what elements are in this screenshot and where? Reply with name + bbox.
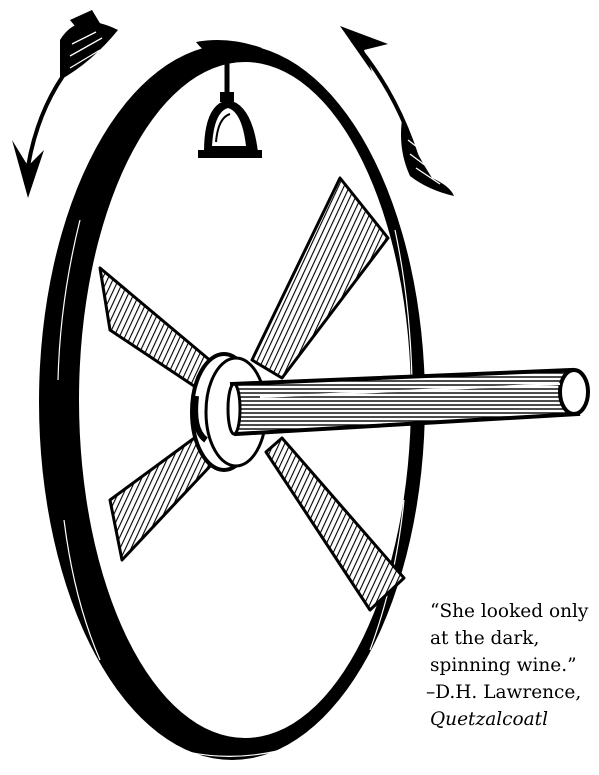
quote-source-title: Quetzalcoatl [430,709,549,730]
wheel-axle [226,367,590,437]
rotation-arrow-left-icon [12,10,118,198]
rotation-arrow-right-icon [340,26,454,196]
bell-icon [196,40,262,158]
quote-attribution: –D.H. Lawrence, [426,682,582,703]
quote-line-2: at the dark, [430,628,540,649]
quote-block: “She looked only at the dark, spinning w… [426,598,596,733]
quote-line-3: spinning wine.” [430,655,577,676]
quote-line-1: “She looked only [430,601,589,622]
